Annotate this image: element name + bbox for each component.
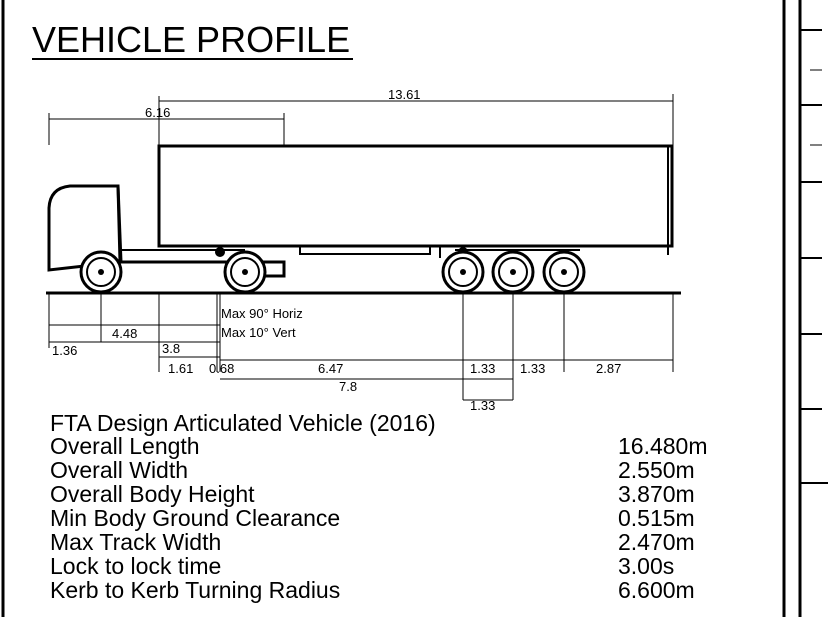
trailer-box bbox=[157, 144, 674, 248]
dim-overall-trailer: 13.61 bbox=[388, 87, 421, 102]
articulation-vertical: Max 10° Vert bbox=[221, 325, 296, 340]
top-dimensions bbox=[48, 94, 674, 146]
vehicle-name: FTA Design Articulated Vehicle (2016) bbox=[50, 410, 436, 436]
articulation-horizontal: Max 90° Horiz bbox=[221, 306, 303, 321]
trailer-wheel-3 bbox=[542, 250, 586, 294]
spec-label: Overall Body Height bbox=[50, 481, 255, 507]
trailer-wheel-1 bbox=[441, 250, 485, 294]
dim-front-overhang: 1.36 bbox=[52, 343, 77, 358]
page-title: VEHICLE PROFILE bbox=[32, 19, 350, 60]
trailer-skirt bbox=[299, 245, 431, 255]
spec-value: 0.515m bbox=[618, 505, 695, 531]
dim-axle-spacing-2: 1.33 bbox=[520, 361, 545, 376]
spec-label: Max Track Width bbox=[50, 529, 221, 555]
spec-label: Lock to lock time bbox=[50, 553, 221, 579]
tractor-cab bbox=[47, 184, 122, 272]
dim-axle-spacing-1: 1.33 bbox=[470, 361, 495, 376]
front-wheel bbox=[79, 250, 123, 294]
spec-value: 2.470m bbox=[618, 529, 695, 555]
spec-value: 3.00s bbox=[618, 553, 674, 579]
trailer-wheel-2 bbox=[491, 250, 535, 294]
spec-value: 16.480m bbox=[618, 433, 708, 459]
drive-wheel bbox=[223, 250, 267, 294]
dim-wheelbase: 4.48 bbox=[112, 326, 137, 341]
spec-label: Min Body Ground Clearance bbox=[50, 505, 340, 531]
fifth-wheel bbox=[215, 247, 225, 257]
dim-rear-overhang: 2.87 bbox=[596, 361, 621, 376]
dim-0-68: 0.68 bbox=[209, 361, 234, 376]
tractor-chassis bbox=[120, 260, 286, 278]
bottom-dimensions bbox=[48, 293, 674, 401]
spec-value: 6.600m bbox=[618, 577, 695, 603]
dim-1-61: 1.61 bbox=[168, 361, 193, 376]
dim-axle-spacing-3: 1.33 bbox=[470, 398, 495, 413]
spec-label: Overall Width bbox=[50, 457, 188, 483]
dim-kingpin-to-axle: 6.47 bbox=[318, 361, 343, 376]
wheels bbox=[79, 250, 586, 294]
spec-value: 3.870m bbox=[618, 481, 695, 507]
spec-value: 2.550m bbox=[618, 457, 695, 483]
dim-front-to-kingpin: 6.16 bbox=[145, 105, 170, 120]
spec-label: Kerb to Kerb Turning Radius bbox=[50, 577, 340, 603]
dim-kingpin-to-group: 7.8 bbox=[339, 379, 357, 394]
vehicle-drawing bbox=[47, 144, 674, 278]
spec-label: Overall Length bbox=[50, 433, 200, 459]
dim-3-8: 3.8 bbox=[162, 341, 180, 356]
